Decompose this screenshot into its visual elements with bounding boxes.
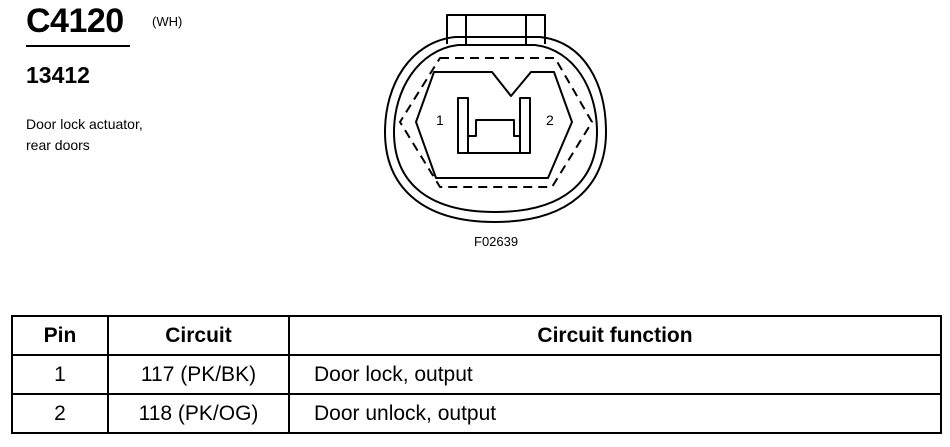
table-row: 2 118 (PK/OG) Door unlock, output	[11, 393, 942, 434]
pinout-table: Pin Circuit Circuit function 1 117 (PK/B…	[11, 315, 942, 434]
cell-circuit-function: Door lock, output	[288, 354, 942, 395]
figure-id: F02639	[474, 234, 519, 249]
connector-inner-housing	[393, 44, 598, 213]
header-circuit: Circuit	[107, 315, 290, 356]
pin-2-label: 2	[546, 112, 554, 128]
connector-id: C4120	[26, 2, 124, 40]
pin-1-terminal	[457, 97, 469, 154]
part-number: 13412	[26, 62, 90, 88]
cell-circuit: 117 (PK/BK)	[107, 354, 290, 395]
cell-pin: 2	[11, 393, 109, 434]
cell-pin: 1	[11, 354, 109, 395]
connector-face-diagram: 1 2	[384, 14, 607, 223]
pin-2-terminal	[519, 97, 531, 154]
terminal-cavity-hexagon	[415, 71, 573, 179]
cell-circuit-function: Door unlock, output	[288, 393, 942, 434]
locking-tab	[446, 14, 546, 44]
connector-outer-housing	[384, 36, 607, 223]
connector-color-code: (WH)	[152, 14, 183, 29]
pin-1-label: 1	[436, 112, 444, 128]
connector-id-underline	[26, 45, 130, 47]
cell-circuit: 118 (PK/OG)	[107, 393, 290, 434]
table-row: 1 117 (PK/BK) Door lock, output	[11, 354, 942, 395]
table-header-row: Pin Circuit Circuit function	[11, 315, 942, 356]
description-line-1: Door lock actuator,	[26, 116, 143, 132]
header-circuit-function: Circuit function	[288, 315, 942, 356]
terminal-bridge	[468, 119, 520, 137]
keyway-dashed-outline	[399, 57, 593, 188]
header-pin: Pin	[11, 315, 109, 356]
description-line-2: rear doors	[26, 137, 90, 153]
